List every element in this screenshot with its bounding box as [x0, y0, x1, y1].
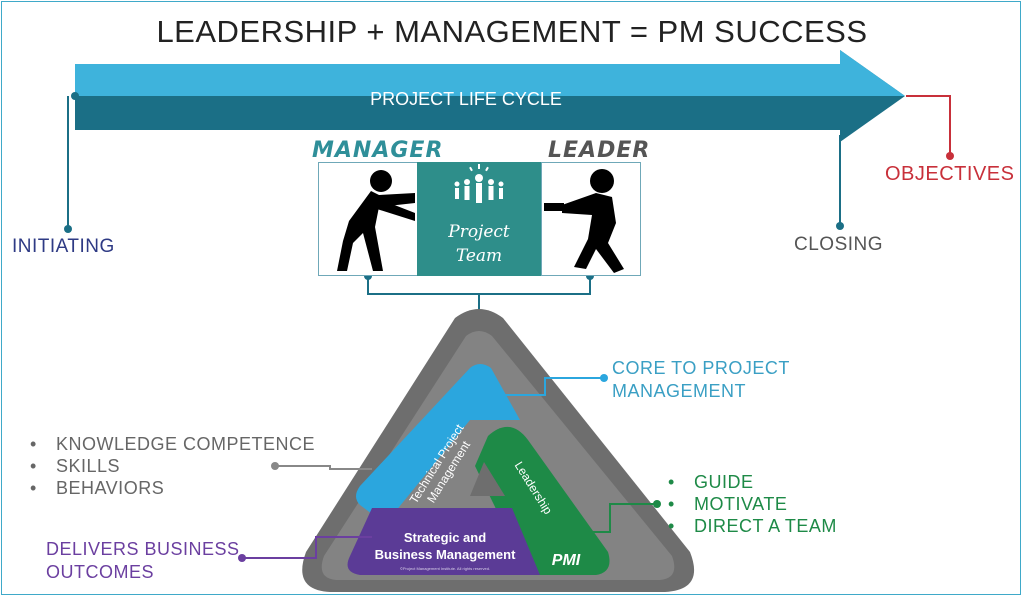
leadership-bullets: GUIDE MOTIVATE DIRECT A TEAM: [668, 471, 837, 537]
strategic-label-line1: Strategic and: [404, 530, 486, 545]
bullet-item: GUIDE: [668, 471, 837, 493]
initiating-label: INITIATING: [12, 236, 115, 257]
team-label-line1: Project: [448, 222, 510, 242]
core-callout-line2: MANAGEMENT: [612, 381, 747, 401]
strategic-callout-line2: OUTCOMES: [46, 562, 155, 582]
project-team-box: Project Team: [417, 162, 541, 276]
core-callout: CORE TO PROJECT MANAGEMENT: [612, 357, 790, 403]
core-connector: [502, 374, 608, 396]
pmi-logo: PMI: [552, 552, 581, 569]
technical-bullets: KNOWLEDGE COMPETENCE SKILLS BEHAVIORS: [30, 433, 315, 499]
leadership-connector: [590, 500, 661, 533]
manager-panel: [318, 162, 418, 276]
technical-band: [356, 364, 520, 517]
initiating-connector: [64, 92, 79, 233]
strategic-band: [347, 508, 540, 575]
core-callout-line1: CORE TO PROJECT: [612, 358, 790, 378]
lifecycle-arrow-label: PROJECT LIFE CYCLE: [370, 89, 562, 109]
strategic-label-line2: Business Management: [375, 547, 517, 562]
leader-panel: [541, 162, 641, 276]
closing-label: CLOSING: [794, 234, 884, 255]
bullet-item: SKILLS: [30, 455, 315, 477]
lifecycle-arrow: [75, 50, 905, 142]
manager-pushing-icon: [337, 170, 415, 271]
diagram-title: LEADERSHIP + MANAGEMENT = PM SUCCESS: [156, 14, 868, 49]
team-people-icon: [454, 164, 504, 203]
closing-connector: [836, 135, 844, 230]
leader-label: LEADER: [548, 138, 651, 163]
leadership-band: [475, 426, 610, 575]
bullet-item: DIRECT A TEAM: [668, 515, 837, 537]
objectives-label: OBJECTIVES: [885, 163, 1015, 185]
manager-label: MANAGER: [312, 138, 444, 163]
team-label-line2: Team: [455, 246, 503, 266]
bullet-item: BEHAVIORS: [30, 477, 315, 499]
bullet-item: KNOWLEDGE COMPETENCE: [30, 433, 315, 455]
leader-pulling-icon: [544, 169, 624, 273]
bullet-item: MOTIVATE: [668, 493, 837, 515]
strategic-connector: [238, 536, 372, 562]
copyright-text: ©Project Management Institute. All right…: [400, 566, 490, 571]
strategic-callout: DELIVERS BUSINESS OUTCOMES: [46, 538, 240, 584]
strategic-callout-line1: DELIVERS BUSINESS: [46, 539, 240, 559]
objectives-connector: [906, 95, 954, 160]
